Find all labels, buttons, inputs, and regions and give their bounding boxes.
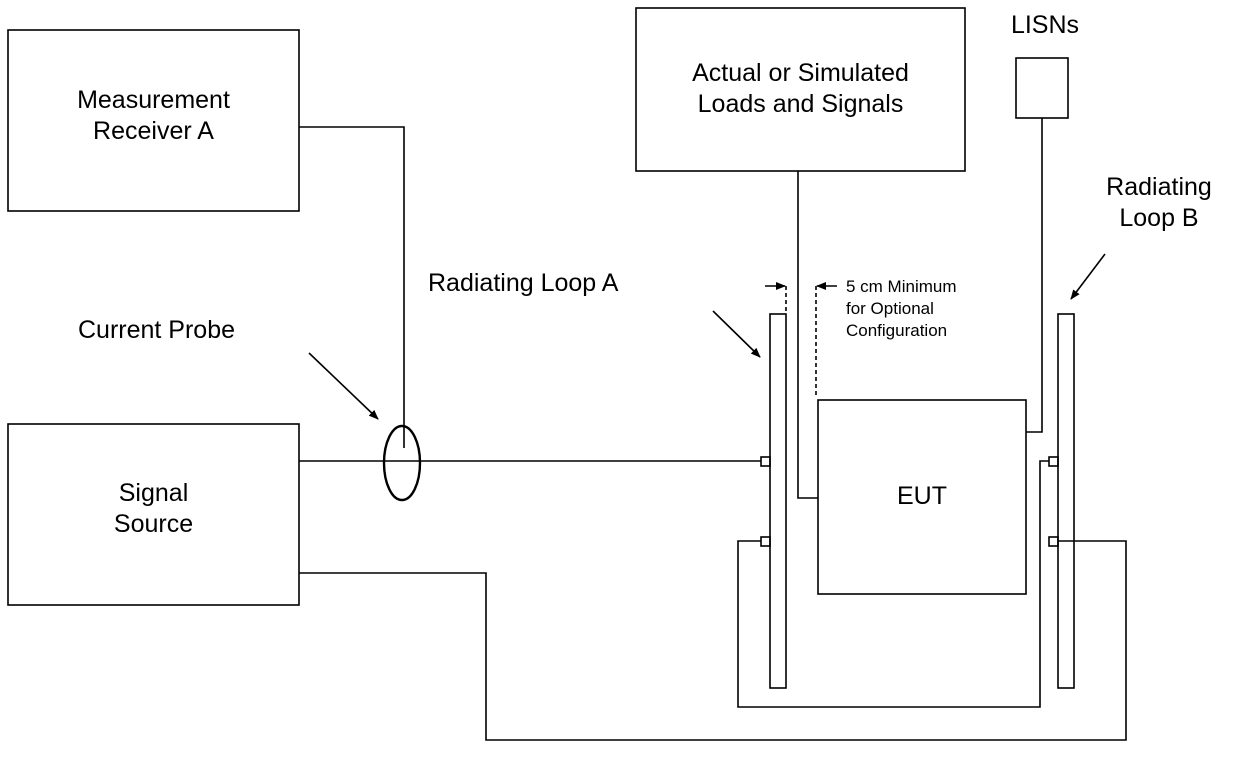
spacing-note-label: 5 cm Minimum for Optional Configuration	[846, 276, 1036, 342]
loads-signals-label: Actual or Simulated Loads and Signals	[636, 58, 965, 121]
radiating-loop-b-line1: Radiating	[1106, 173, 1212, 201]
radiating-loop-b-line2: Loop B	[1119, 204, 1199, 233]
signal-source-box	[7, 423, 300, 606]
spacing-note-line2: for Optional	[846, 299, 934, 319]
current-probe-icon	[382, 424, 422, 502]
measurement-receiver-line2: Receiver A	[93, 117, 214, 146]
lisns-box	[1015, 57, 1069, 119]
loads-signals-line2: Loads and Signals	[697, 90, 904, 119]
eut-label: EUT	[897, 482, 947, 510]
signal-source-label: Signal Source	[8, 478, 299, 541]
eut-box	[817, 399, 1027, 595]
lisns-label: LISNs	[1010, 11, 1080, 39]
current-probe-label: Current Probe	[78, 316, 236, 344]
spacing-note-line3: Configuration	[846, 321, 948, 341]
radiating-loop-a-pointer-arrow	[712, 310, 761, 358]
radiating-loop-b-pointer-arrow	[1070, 253, 1106, 300]
loads-signals-line1: Actual or Simulated	[692, 59, 909, 87]
loop-a-terminal-upper	[760, 456, 771, 467]
loop-b-terminal-lower	[1048, 536, 1059, 547]
radiating-loop-a	[769, 313, 787, 689]
measurement-receiver-line1: Measurement	[77, 86, 230, 114]
loop-b-terminal-upper	[1048, 456, 1059, 467]
loads-signals-box	[635, 7, 966, 172]
signal-source-line2: Source	[113, 510, 194, 539]
radiating-loop-b-label: Radiating Loop B	[1094, 172, 1224, 235]
lisn-to-eut-wire	[1026, 118, 1043, 433]
signal-source-line1: Signal	[118, 479, 189, 507]
measurement-receiver-box	[7, 29, 300, 212]
source-to-loop-b-return-wire	[299, 540, 1127, 741]
loop-a-terminal-lower	[760, 536, 771, 547]
radiating-loop-a-label: Radiating Loop A	[428, 269, 619, 297]
loads-to-eut-wire	[797, 171, 818, 499]
spacing-note-line1: 5 cm Minimum	[846, 277, 957, 296]
loop-a-to-loop-b-wire	[737, 460, 1049, 708]
receiver-to-probe-wire	[299, 126, 405, 448]
current-probe-pointer-arrow	[308, 352, 379, 420]
radiating-loop-b	[1057, 313, 1075, 689]
measurement-receiver-label: Measurement Receiver A	[8, 85, 299, 148]
